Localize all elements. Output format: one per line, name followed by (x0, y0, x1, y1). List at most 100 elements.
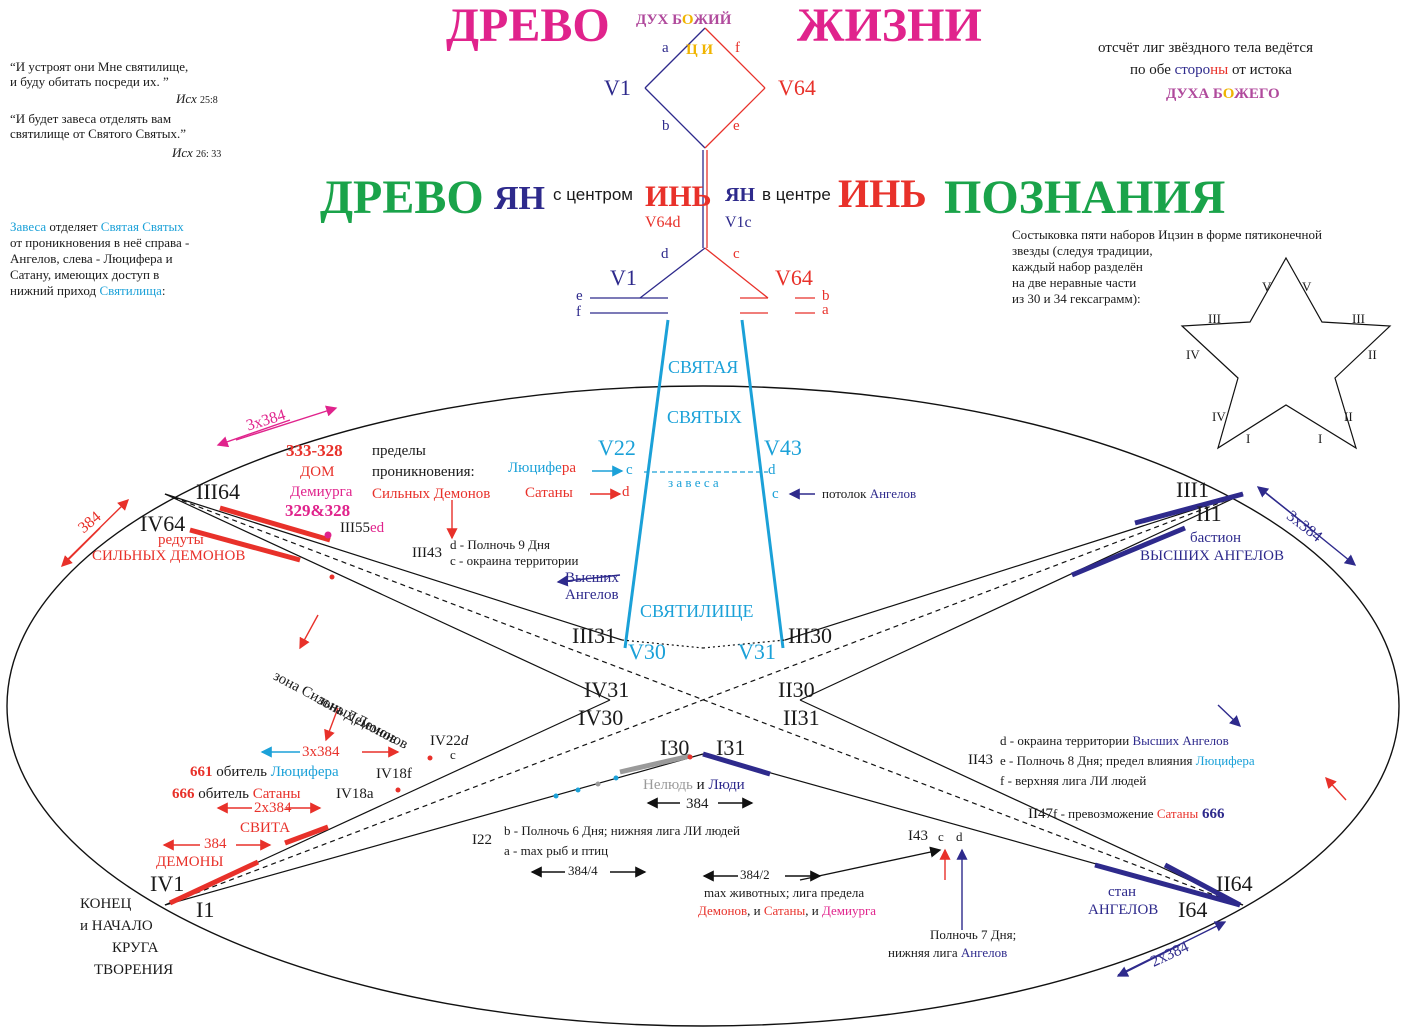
label-tsi: Ц И (686, 42, 714, 58)
node-v64-top: V64 (778, 75, 816, 100)
node-iv1: IV1 (150, 871, 185, 896)
label-384-demony: 384 (204, 836, 227, 852)
node-d: d (661, 246, 669, 262)
label-iii43-c: c - окраина территории (450, 553, 579, 568)
node-ii43: II43 (968, 752, 993, 768)
star-label-ii-bottom: II (1344, 409, 1353, 424)
label-proniknoveniya: проникновения: (372, 464, 475, 480)
label-nizhnyaya-liga-angelov: нижняя лига Ангелов (888, 945, 1008, 960)
label-i-nachalo: и НАЧАЛО (80, 918, 153, 934)
quote-2-ref: Исх 26: 33 (172, 145, 222, 160)
label-tvoreniya: ТВОРЕНИЯ (94, 962, 174, 978)
right-note-2: по обе стороны от истока (1130, 62, 1292, 78)
label-iii43-d: d - Полночь 9 Дня (450, 537, 550, 552)
node-i31: I31 (716, 735, 746, 760)
node-iv22-c: c (450, 747, 456, 762)
node-iv30: IV30 (578, 705, 624, 730)
label-demonov-satany-demiurga: Демонов, и Сатаны, и Демиурга (698, 903, 877, 918)
label-333-328: 333-328 (286, 441, 343, 460)
star-label-v-left: V (1262, 279, 1272, 294)
node-e-top: e (733, 118, 740, 134)
label-3x384-left: 3x384 (302, 744, 340, 760)
label-s-centrom: с центром (553, 185, 633, 204)
label-duh-bozhiy: ДУХ БОЖИЙ (636, 12, 732, 28)
label-angelov-left: Ангелов (565, 587, 619, 603)
node-v31: V31 (738, 639, 776, 664)
node-iii55: III55ed (340, 520, 385, 536)
node-iii31: III31 (572, 623, 616, 648)
star-label-i-right: I (1318, 431, 1323, 446)
quote-2-line-1: “И будет завеса отделять вам (10, 111, 172, 126)
quote-1-ref: Исх 25:8 (176, 91, 218, 106)
label-svyataya: СВЯТАЯ (668, 357, 739, 377)
node-i30: I30 (660, 735, 690, 760)
node-v1-top: V1 (604, 75, 631, 100)
node-ii64: II64 (1216, 871, 1253, 896)
node-iii30: III30 (788, 623, 832, 648)
star-label-iii-right: III (1352, 311, 1365, 326)
star-label-i-left: I (1246, 431, 1251, 446)
tree-of-life-diamond (644, 27, 766, 149)
node-i22: I22 (472, 832, 492, 848)
label-c-lower: c (772, 486, 779, 502)
label-329-328: 329&328 (285, 501, 351, 520)
label-e-polnoch-8: e - Полночь 8 Дня; предел влияния Люцифе… (1000, 753, 1255, 768)
node-iii43: III43 (412, 545, 442, 561)
node-a-right: a (822, 302, 829, 318)
label-nelyud-lyudi: Нелюдь и Люди (643, 777, 745, 793)
zavesa-note-4: Сатану, имеющих доступ в (10, 267, 160, 282)
node-c: c (733, 246, 740, 262)
star-label-ii-top: II (1368, 347, 1377, 362)
label-kruga: КРУГА (112, 940, 159, 956)
star-label-iv-top: IV (1186, 347, 1200, 362)
node-iv64: IV64 (140, 511, 186, 536)
node-iv18a: IV18a (336, 786, 374, 802)
label-silnyh-demonov-caps: СИЛЬНЫХ ДЕМОНОВ (92, 548, 246, 564)
label-konec: КОНЕЦ (80, 896, 132, 912)
label-potolok-angelov: потолок Ангелов (822, 486, 917, 501)
label-demiurg: Демиурга (290, 484, 353, 500)
star-note-1: Состыковка пяти наборов Ицзин в форме пя… (1012, 227, 1322, 242)
label-666: 666 обитель Сатаны (172, 786, 301, 802)
label-c-cyan: c (626, 462, 633, 478)
marker-dots (324, 531, 693, 799)
label-bastion: бастион (1190, 530, 1242, 546)
star-note-3: каждый набор разделён (1012, 259, 1143, 274)
label-silnyh-demonov-limit: Сильных Демонов (372, 486, 491, 502)
node-v64-low: V64 (775, 265, 813, 290)
label-d-cyan: d (768, 462, 776, 478)
node-f-left: f (576, 304, 581, 320)
tree-trunk (702, 150, 708, 248)
zavesa-note-3: Ангелов, слева - Люцифера и (10, 251, 173, 266)
star-note-4: на две неравные части (1012, 275, 1137, 290)
star-note-5: из 30 и 34 гексаграмм): (1012, 291, 1141, 306)
node-e-left: e (576, 288, 583, 304)
quote-1-line-1: “И устроят они Мне святилище, (10, 59, 189, 74)
label-polnoch-7: Полночь 7 Дня; (930, 927, 1017, 942)
node-ii1: II1 (1196, 501, 1222, 526)
right-note-3: ДУХА БОЖЕГО (1166, 86, 1280, 102)
label-i22-a: a - max рыб и птиц (504, 843, 609, 858)
star-note-2: звезды (следуя традиции, (1012, 243, 1153, 258)
node-i43: I43 (908, 828, 928, 844)
thick-segments (168, 491, 1244, 908)
label-stan: стан (1108, 884, 1137, 900)
label-reduty: редуты (158, 532, 204, 548)
node-ii31: II31 (783, 705, 820, 730)
label-zavesa: з а в е с а (668, 475, 719, 490)
node-i64: I64 (1178, 897, 1208, 922)
node-f-top: f (735, 40, 740, 56)
label-lucifer-limit: Люцифера (508, 460, 576, 476)
node-ii47: II47f - превозможение Сатаны 666 (1028, 806, 1225, 822)
zavesa-note-5: нижний приход Святилища: (10, 283, 166, 298)
label-v1c: V1c (725, 214, 752, 231)
creation-ellipse (6, 385, 1400, 1027)
node-v30: V30 (628, 639, 666, 664)
node-i43-c: c (938, 829, 944, 844)
title-drevo-mid: ДРЕВО (320, 171, 484, 224)
node-b-right: b (822, 288, 830, 304)
node-iii64: III64 (196, 479, 240, 504)
label-384-center: 384 (686, 796, 709, 812)
quote-2-line-2: святилище от Святого Святых.” (10, 126, 187, 141)
